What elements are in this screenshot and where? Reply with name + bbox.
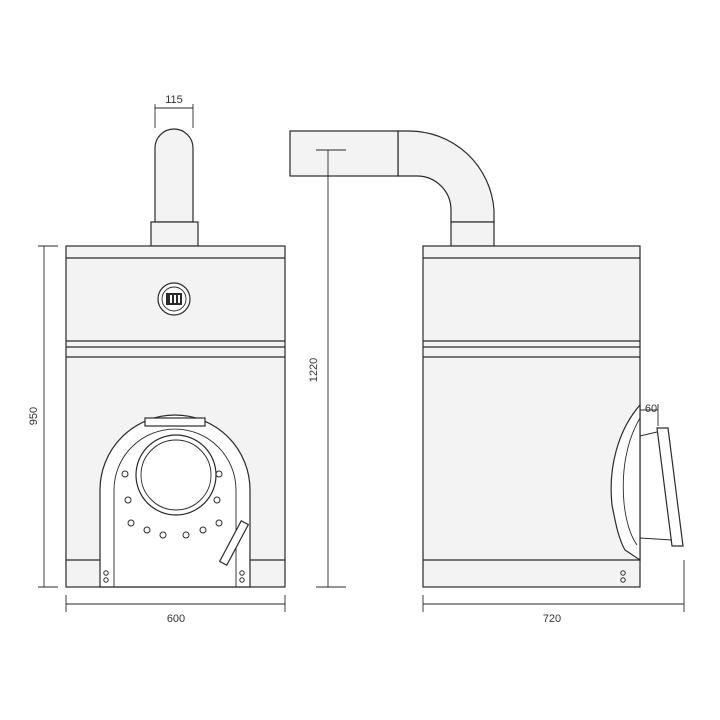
side-body <box>422 245 641 588</box>
dim-width-front: 600 <box>167 613 185 625</box>
dim-height-with-flue: 1220 <box>308 358 320 382</box>
firebox-door <box>99 414 251 588</box>
side-view <box>289 130 684 588</box>
side-flue-collar <box>450 221 495 247</box>
front-flue-pipe <box>154 128 194 223</box>
dim-flue-diameter: 115 <box>165 94 183 106</box>
front-view <box>65 128 286 588</box>
front-dimensions: 115 950 600 <box>28 94 286 625</box>
front-flue-collar <box>150 221 199 247</box>
side-dimensions: 1220 60 720 <box>308 149 685 625</box>
control-knob-icon <box>157 282 191 316</box>
dim-door-projection: 60 <box>645 403 657 415</box>
side-flue-elbow <box>397 130 495 223</box>
door-glass-window <box>135 434 217 516</box>
door-handle <box>218 520 250 566</box>
side-flue-horizontal <box>289 130 399 177</box>
side-door-profile <box>610 403 684 583</box>
dim-depth-side: 720 <box>543 613 561 625</box>
dim-overall-height: 950 <box>28 407 40 425</box>
